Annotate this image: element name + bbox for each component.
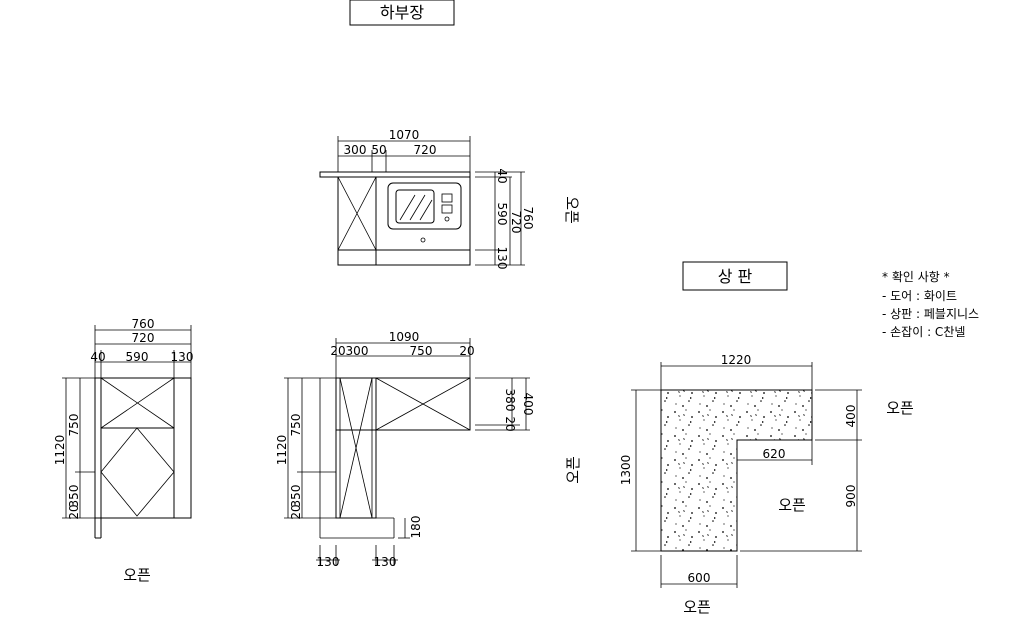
- dim-front-h-lower: 350: [289, 485, 303, 508]
- dim-left-c: 130: [171, 350, 194, 364]
- dim-top-h-bottom: 130: [495, 247, 509, 270]
- dim-front-b: 300: [346, 344, 369, 358]
- dim-top-w3: 720: [414, 143, 437, 157]
- dim-front-base: 180: [409, 516, 423, 539]
- dim-ct-right-top: 400: [844, 405, 858, 428]
- dim-front-total: 1090: [389, 330, 420, 344]
- open-label-top: 오픈: [563, 196, 581, 224]
- note-handle: - 손잡이 : C찬넬: [882, 324, 965, 339]
- dim-top-h-total: 760: [521, 207, 535, 230]
- dim-top-w2: 50: [371, 143, 386, 157]
- dim-left-h-upper: 750: [67, 414, 81, 437]
- open-label-left: 오픈: [123, 566, 151, 584]
- dim-front-h-upper: 750: [289, 414, 303, 437]
- dim-left-h-lower: 350: [67, 485, 81, 508]
- dim-top-h-top: 40: [495, 168, 509, 183]
- note-door: - 도어 : 화이트: [882, 289, 957, 303]
- dim-front-a: 20: [330, 344, 345, 358]
- dim-front-r-b: 20: [503, 416, 517, 431]
- open-label-ct-left: 오픈: [564, 456, 582, 484]
- dim-left-b: 590: [126, 350, 149, 364]
- open-label-ct-bottom: 오픈: [683, 598, 711, 616]
- dim-front-r-total: 400: [521, 393, 535, 416]
- dim-top-w1: 300: [344, 143, 367, 157]
- dim-top-h-mid: 590: [495, 203, 509, 226]
- left-view: 760 720 40 590 130 1120 750 350 20 오픈: [53, 317, 193, 584]
- dim-front-foot-b: 130: [374, 555, 397, 569]
- dim-left-total: 760: [132, 317, 155, 331]
- dim-ct-width: 1220: [721, 353, 752, 367]
- lower-cabinet-title: 하부장: [349, 0, 455, 26]
- front-view: 1090 20 300 750 20 1120 750 350 20 400: [275, 330, 535, 569]
- dim-left-a: 40: [90, 350, 105, 364]
- note-heading: * 확인 사항 *: [882, 270, 950, 284]
- top-view: 1070 300 50 720 40 590 720: [319, 128, 581, 270]
- dim-front-h-gap: 20: [289, 504, 303, 519]
- dim-ct-bottom-width: 600: [688, 571, 711, 585]
- dim-front-height: 1120: [275, 435, 289, 466]
- dim-left-h-gap: 20: [67, 504, 81, 519]
- dim-front-d: 20: [459, 344, 474, 358]
- dim-left-height: 1120: [53, 435, 67, 466]
- countertop-title: 상 판: [682, 261, 788, 291]
- countertop-title-text: 상 판: [718, 267, 753, 286]
- open-label-ct-inner: 오픈: [778, 496, 806, 514]
- dim-front-r-a: 380: [503, 389, 517, 412]
- note-countertop: - 상판 : 페블지니스: [882, 307, 979, 321]
- open-label-ct-right: 오픈: [886, 399, 914, 417]
- countertop-plan: 1220 620 400 900 1300 600 오픈 오픈 오픈 오픈: [564, 353, 914, 616]
- dim-ct-inner-width: 620: [763, 447, 786, 461]
- dim-front-c: 750: [410, 344, 433, 358]
- dim-front-foot-a: 130: [317, 555, 340, 569]
- dim-ct-right-bottom: 900: [844, 485, 858, 508]
- dim-top-total: 1070: [389, 128, 420, 142]
- lower-cabinet-title-text: 하부장: [380, 3, 424, 22]
- dim-ct-depth: 1300: [619, 455, 633, 486]
- dim-top-h-inner: 720: [509, 211, 523, 234]
- dim-left-inner: 720: [132, 331, 155, 345]
- confirmation-notes: * 확인 사항 * - 도어 : 화이트 - 상판 : 페블지니스 - 손잡이 …: [882, 270, 979, 339]
